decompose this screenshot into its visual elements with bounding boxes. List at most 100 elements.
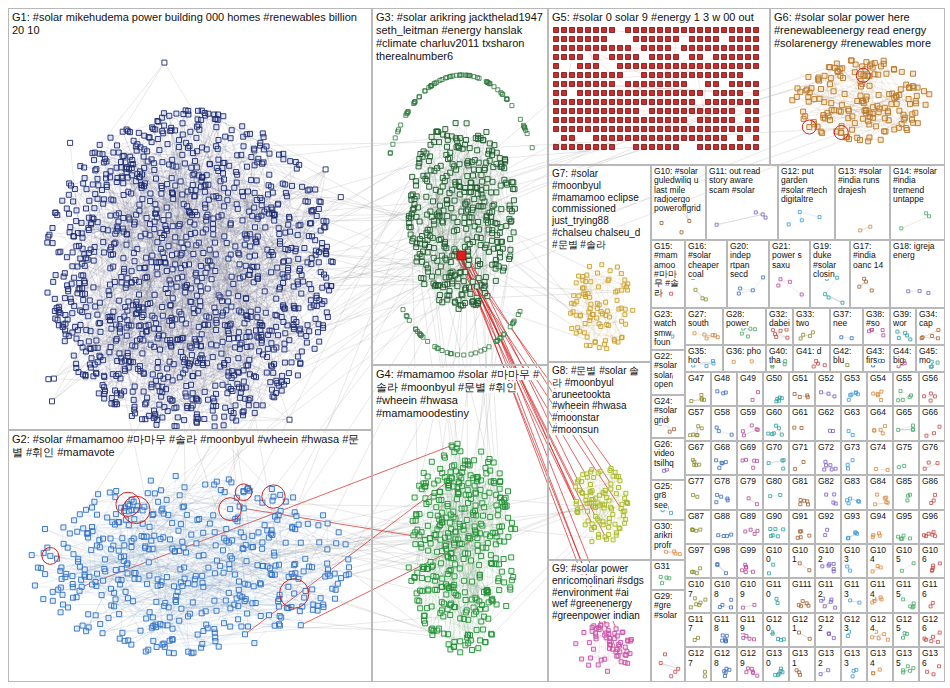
group-box: G34: cap [916,308,945,345]
group-box: G87 [685,510,711,544]
group-label: G103 [844,545,860,564]
group-label: G73 [844,442,860,452]
vertex-squares [797,600,810,608]
vertex-squares [406,121,517,312]
group-label: G133 [844,648,860,667]
vertex-squares [907,290,930,295]
group-label: G30: arikri profr [654,521,672,550]
group-box: G68 [711,441,737,475]
vertex-squares [896,330,912,341]
self-loop [219,498,242,521]
vertex-squares [569,263,635,351]
group-box: G43: firs [863,345,890,372]
group-label: G7: #solar #moonbyul #mamamoo eclipse co… [552,168,640,250]
group-label: G28: power [726,309,749,328]
group-label: G116 [922,579,937,598]
group-label: G56 [922,373,938,383]
group-label: G108 [714,579,730,598]
group-label: G134 [870,648,886,667]
group-label: G77 [688,476,704,486]
vertex-squares [897,464,905,468]
group-label: G12: put garden #solar #tech digitaltre [781,166,827,204]
group-box: G63 [841,406,867,440]
vertex-squares [846,565,852,572]
group-box: G104 [867,544,893,578]
vertex-squares [849,599,861,604]
vertex-squares [691,458,700,466]
group-box: G121 [789,613,815,647]
group-box: G47 [685,372,711,406]
group-label: G39: wor [893,309,911,328]
group-box: G101 [789,544,815,578]
group-box: G7: #solar #moonbyul #mamamoo eclipse co… [548,165,651,362]
group-box: G94 [867,510,893,544]
group-label: G21: power s saxu [772,241,802,270]
group-box: G110 [763,578,789,612]
group-box: G16: #solar cheaper coal [685,240,727,308]
group-box: G100 [763,544,789,578]
group-box: G120 [763,613,789,647]
group-label: G135 [896,648,912,667]
group-label: G118 [714,614,729,633]
group-label: G20: indep rtpan secd [730,241,751,279]
group-box: G106 [919,544,945,578]
group-box: G98 [711,544,737,578]
group-label: G99 [740,545,756,555]
group-box: G88 [711,510,737,544]
group-box: G64 [867,406,893,440]
group-label: G93 [844,511,860,521]
group-label: G16: #solar cheaper coal [688,241,719,279]
group-box: G21: power s saxu [769,240,810,308]
group-label: G44: big [893,346,911,365]
group-box: G12: put garden #solar #tech digitaltre [778,165,835,240]
vertex-squares [732,360,753,364]
group-box: G72 [815,441,841,475]
self-loop [235,484,252,501]
group-label: G96 [922,511,938,521]
vertex-squares [796,530,811,540]
vertex-squares [874,493,890,506]
vertex-squares [868,328,885,337]
group-box: G26: video tsilhq [651,438,685,480]
vertex-squares [692,276,708,301]
group-box: G73 [841,441,867,475]
vertex-squares [665,550,682,556]
vertex-squares [771,631,786,642]
vertex-squares [693,332,719,340]
vertex-squares [819,669,830,676]
vertex-squares [897,424,915,431]
vertex-links [661,654,679,672]
group-box: G102 [815,544,841,578]
vertex-squares [923,392,937,402]
group-label: G107 [688,579,704,598]
group-box: G89 [737,510,763,544]
vertex-squares [798,562,811,572]
group-label: G9: #solar power enricomolinari #sdgs #e… [552,563,644,621]
vertex-squares [820,391,836,398]
vertex-squares [717,533,733,537]
vertex-squares [799,499,810,506]
vertex-squares [929,601,934,608]
group-label: G105 [896,545,912,564]
group-box: G105 [893,544,919,578]
group-label: G113 [844,579,859,598]
group-box: G6: #solar solar power here #renewableen… [770,8,945,165]
group-box: G33: two [793,308,830,345]
vertex-squares [691,528,702,532]
group-label: G69 [740,442,756,452]
group-label: G51 [792,373,808,383]
group-label: G40: tha [769,346,787,365]
group-label: G45: mo [919,346,937,365]
vertex-squares [859,225,872,232]
group-label: G66 [922,407,938,417]
group-box: G65 [893,406,919,440]
group-box: G93 [841,510,867,544]
group-box: G54 [867,372,893,406]
group-box: G67 [685,441,711,475]
group-box: G128 [711,647,737,681]
vertex-squares [902,632,909,640]
group-box: G90 [763,510,789,544]
vertex-squares [847,531,859,540]
vertex-squares [741,603,756,609]
group-box: G22: #solar solar open [651,350,685,395]
